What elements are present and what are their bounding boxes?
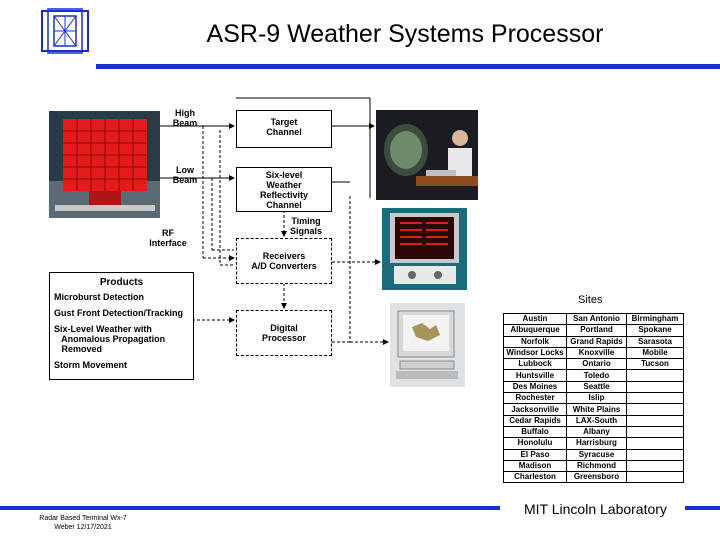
site-cell: Cedar Rapids xyxy=(503,415,567,427)
receivers-label: Receivers A/D Converters xyxy=(251,251,317,271)
timing-signals-label: Timing Signals xyxy=(289,216,322,236)
title-rule xyxy=(96,64,720,69)
site-cell: Rochester xyxy=(503,392,567,405)
product-item: Anomalous Propagation xyxy=(54,334,166,344)
products-heading: Products xyxy=(99,277,144,288)
display-unit-image xyxy=(382,208,467,290)
site-cell: Albany xyxy=(566,426,627,439)
sites-title: Sites xyxy=(578,294,603,306)
digital-processor-label: Digital Processor xyxy=(261,323,307,343)
organization-name: MIT Lincoln Laboratory xyxy=(524,501,667,517)
lincoln-logo xyxy=(41,8,89,54)
site-cell: Huntsville xyxy=(503,369,567,382)
site-cell: White Plains xyxy=(566,403,627,416)
site-cell: Buffalo xyxy=(503,426,567,439)
low-beam-label: Low Beam xyxy=(172,165,198,185)
high-beam-label: High Beam xyxy=(172,108,198,128)
footer-line-1: Radar Based Terminal Wx-7 xyxy=(39,515,127,522)
site-cell xyxy=(626,381,684,394)
target-channel-box: Target Channel xyxy=(236,110,332,148)
target-channel-label: Target Channel xyxy=(266,117,302,137)
site-cell xyxy=(626,369,684,382)
site-cell: Mobile xyxy=(626,347,684,360)
site-cell: LAX-South xyxy=(566,415,627,427)
workstation-image xyxy=(390,303,465,387)
product-item: Gust Front Detection/Tracking xyxy=(54,308,184,318)
site-cell: Richmond xyxy=(566,460,627,473)
site-cell: Syracuse xyxy=(566,449,627,461)
product-item: Microburst Detection xyxy=(54,292,145,302)
site-cell: Grand Rapids xyxy=(566,336,627,348)
site-cell: Tucson xyxy=(626,358,684,371)
site-cell: San Antonio xyxy=(566,313,627,326)
operator-console-image xyxy=(376,110,478,200)
site-cell: Knoxville xyxy=(566,347,627,360)
digital-processor-box: Digital Processor xyxy=(236,310,332,356)
product-item: Storm Movement xyxy=(54,360,128,370)
weather-channel-box: Six-level Weather Reflectivity Channel xyxy=(236,167,332,212)
receivers-box: Receivers A/D Converters xyxy=(236,238,332,284)
site-cell: Madison xyxy=(503,460,567,473)
products-list: Microburst Detection Gust Front Detectio… xyxy=(50,292,193,370)
site-cell: Birmingham xyxy=(626,313,684,326)
site-cell xyxy=(626,426,684,439)
site-cell xyxy=(626,471,684,484)
site-cell: Portland xyxy=(566,324,627,337)
site-cell: Greensboro xyxy=(566,471,627,484)
site-cell: Norfolk xyxy=(503,336,567,348)
site-cell xyxy=(626,392,684,405)
site-cell: Honolulu xyxy=(503,437,567,450)
footer-rule-left xyxy=(0,506,500,510)
site-cell: Spokane xyxy=(626,324,684,337)
radar-antenna-image xyxy=(49,111,160,218)
site-cell: Harrisburg xyxy=(566,437,627,450)
site-cell: Albuquerque xyxy=(503,324,567,337)
site-cell: Windsor Locks xyxy=(503,347,567,360)
product-item: Removed xyxy=(54,344,103,354)
site-cell: Charleston xyxy=(503,471,567,484)
footer-line-2: Weber 12/17/2021 xyxy=(54,524,112,531)
site-cell: Seattle xyxy=(566,381,627,394)
site-cell: Des Moines xyxy=(503,381,567,394)
products-panel: Products Microburst Detection Gust Front… xyxy=(49,272,194,380)
footer-notes: Radar Based Terminal Wx-7 Weber 12/17/20… xyxy=(18,514,148,532)
footer-rule-right xyxy=(685,506,720,510)
site-cell: El Paso xyxy=(503,449,567,461)
product-item: Six-Level Weather with xyxy=(54,324,152,334)
site-cell xyxy=(626,415,684,427)
site-cell xyxy=(626,460,684,473)
site-cell: Islip xyxy=(566,392,627,405)
weather-channel-label: Six-level Weather Reflectivity Channel xyxy=(259,170,309,210)
page-title: ASR-9 Weather Systems Processor xyxy=(206,20,604,48)
site-cell: Sarasota xyxy=(626,336,684,348)
site-cell: Toledo xyxy=(566,369,627,382)
site-cell: Jacksonville xyxy=(503,403,567,416)
rf-interface-label: RF Interface xyxy=(149,228,187,248)
site-cell xyxy=(626,449,684,461)
site-cell: Lubbock xyxy=(503,358,567,371)
site-cell: Austin xyxy=(503,313,567,326)
site-cell xyxy=(626,437,684,450)
site-cell: Ontario xyxy=(566,358,627,371)
site-cell xyxy=(626,403,684,416)
